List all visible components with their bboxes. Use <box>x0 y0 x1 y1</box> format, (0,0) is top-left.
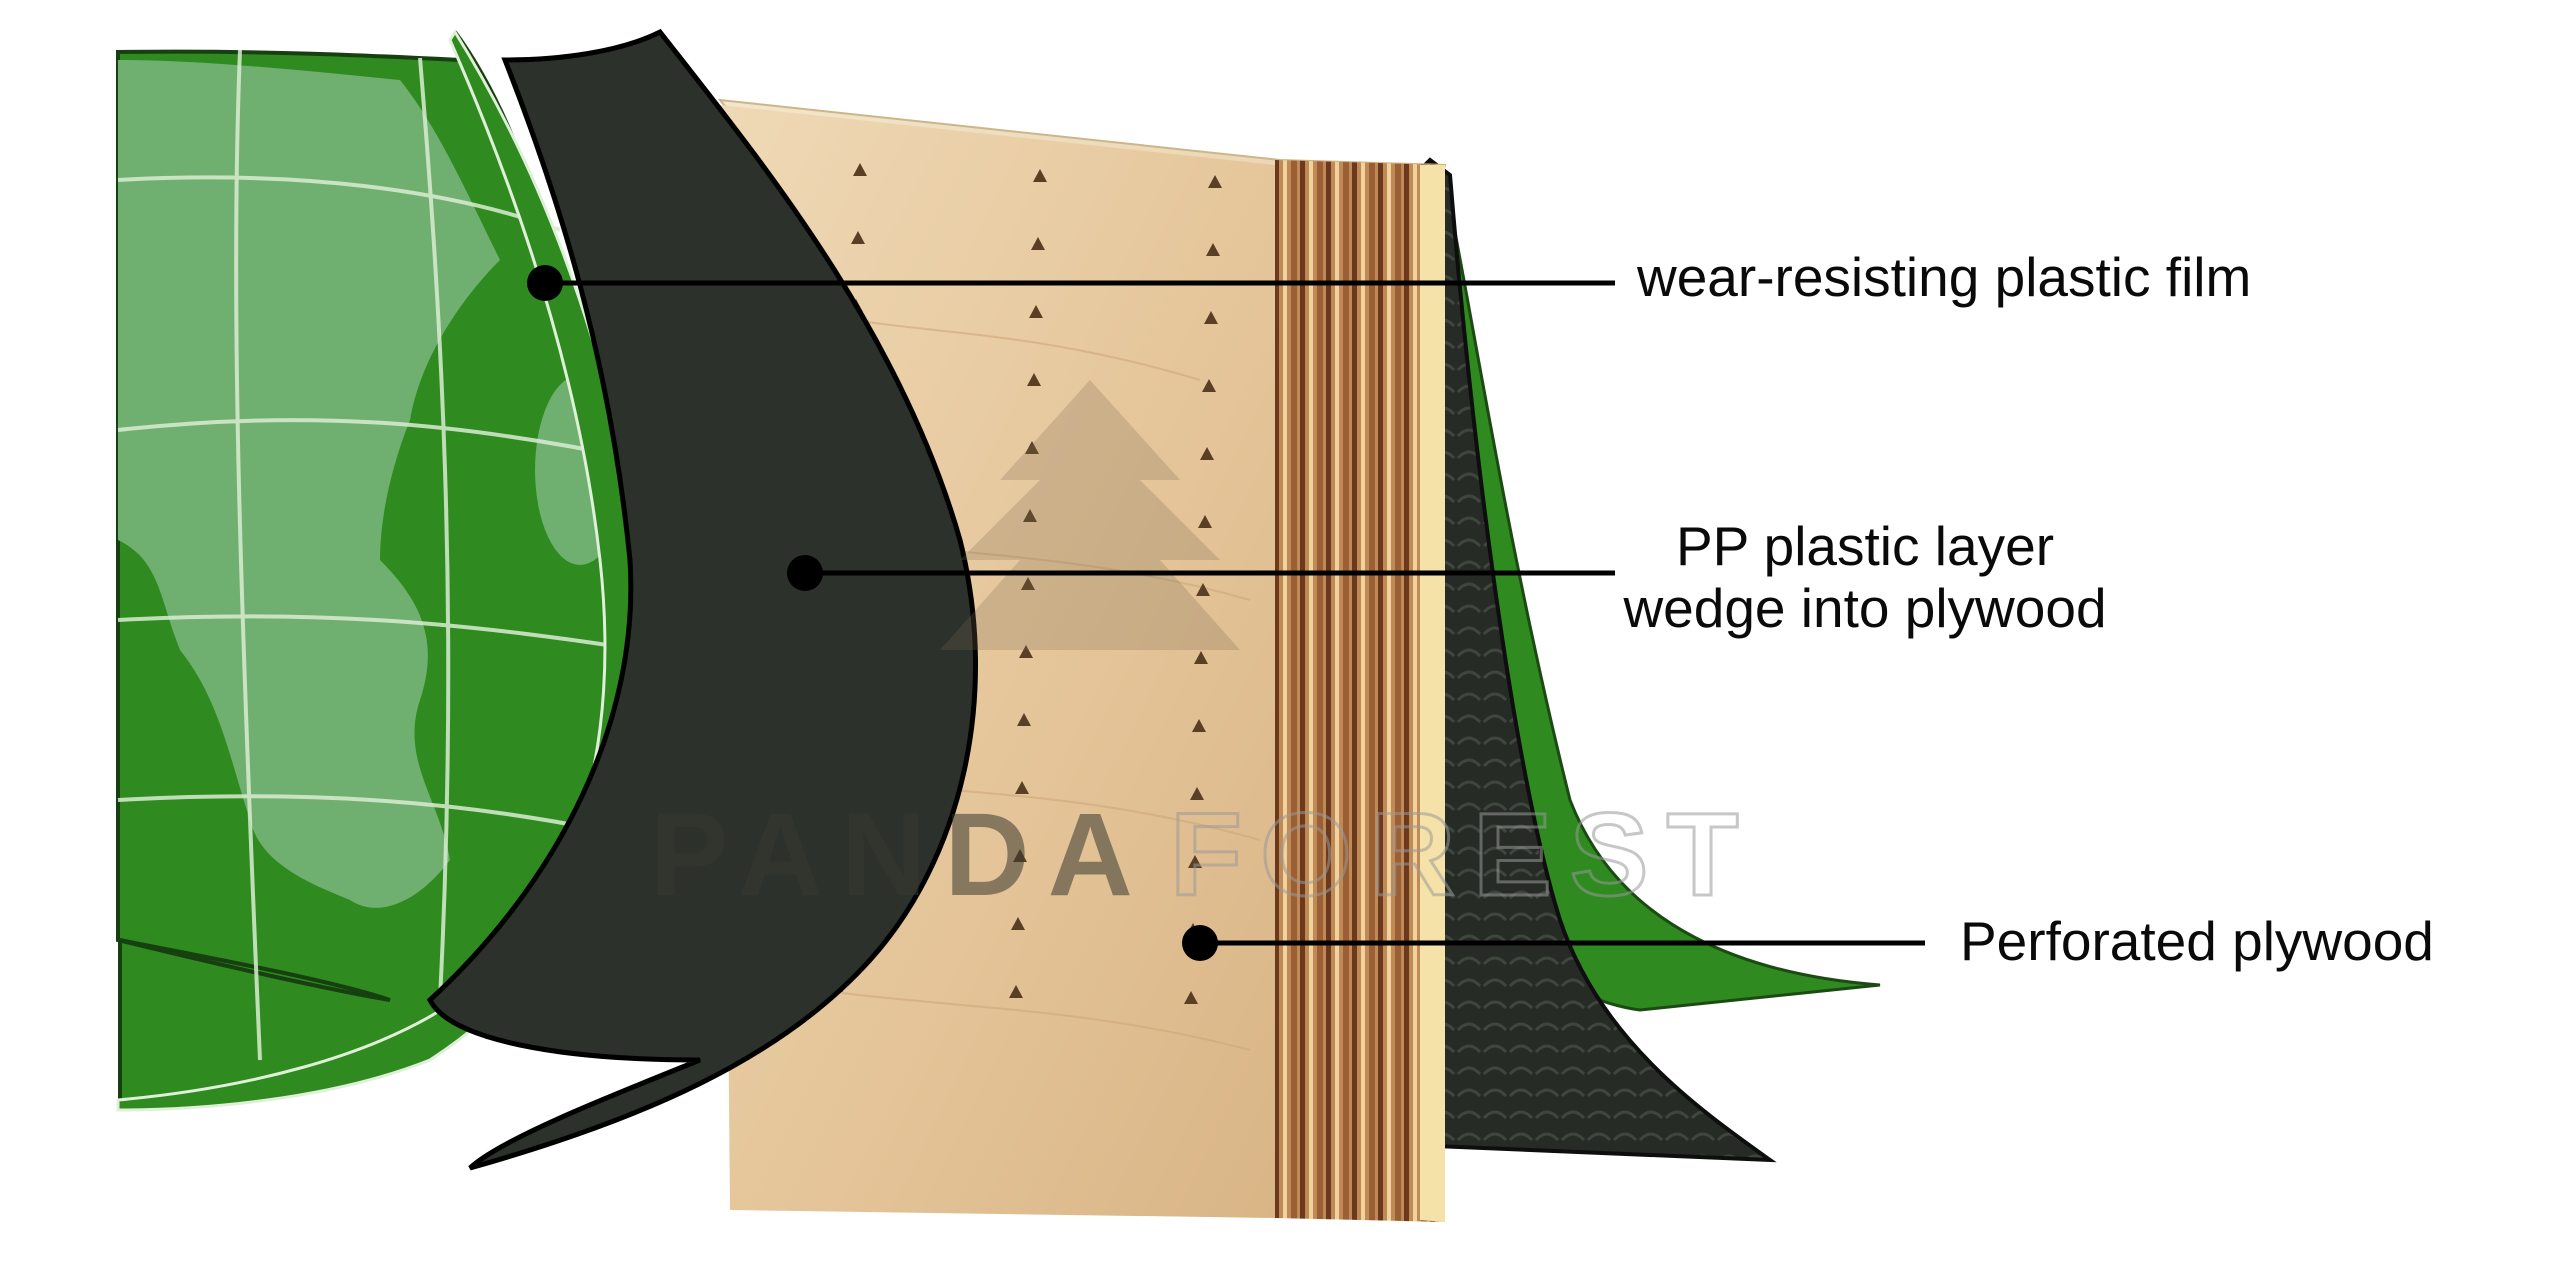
perforation-hole <box>1023 509 1037 522</box>
label-perforated-plywood: Perforated plywood <box>1960 910 2434 972</box>
perforation-hole <box>1208 175 1222 188</box>
brand-watermark: PANDA FOREST <box>650 380 1757 923</box>
callout-dot-plywood <box>1182 925 1218 961</box>
label-pp-plastic-layer: PP plastic layer wedge into plywood <box>1600 515 2130 639</box>
perforation-hole <box>1029 305 1043 318</box>
leader-lines <box>545 280 1925 946</box>
film-gridlines <box>117 49 641 1061</box>
plywood-edge <box>1275 160 1445 1222</box>
perforation-hole <box>1196 583 1210 596</box>
perforation-hole <box>1184 991 1198 1004</box>
back-pp-layer <box>1407 157 1777 1163</box>
watermark-right: FOREST <box>1170 789 1757 921</box>
perforation-hole <box>853 163 867 176</box>
perforation-hole <box>1027 373 1041 386</box>
perforation-hole <box>1033 169 1047 182</box>
label-pp-line1: PP plastic layer <box>1675 515 2055 577</box>
perforation-hole <box>851 231 865 244</box>
perforation-hole <box>1017 713 1031 726</box>
perforation-hole <box>1190 787 1204 800</box>
callout-dot-pp <box>787 555 823 591</box>
perforation-hole <box>1200 447 1214 460</box>
label-pp-line2: wedge into plywood <box>1623 577 2107 639</box>
perforation-hole <box>1015 781 1029 794</box>
watermark-left: PANDA <box>650 789 1151 921</box>
perforation-hole <box>1204 311 1218 324</box>
perforation-hole <box>1202 379 1216 392</box>
perforation-hole <box>1011 917 1025 930</box>
perforation-hole <box>1206 243 1220 256</box>
film-landmass <box>118 60 500 908</box>
perforation-hole <box>1198 515 1212 528</box>
perforation-hole <box>1031 237 1045 250</box>
perforation-hole <box>1194 651 1208 664</box>
callout-dot-film <box>527 265 563 301</box>
perforation-hole <box>1009 985 1023 998</box>
watermark-tree-logo <box>940 380 1240 650</box>
perforation-hole <box>1013 849 1027 862</box>
perforation-hole <box>1021 577 1035 590</box>
perforation-hole <box>1025 441 1039 454</box>
perforation-hole <box>1188 855 1202 868</box>
label-wear-resisting-film: wear-resisting plastic film <box>1637 246 2252 308</box>
perforation-hole <box>1019 645 1033 658</box>
perforation-hole <box>1192 719 1206 732</box>
